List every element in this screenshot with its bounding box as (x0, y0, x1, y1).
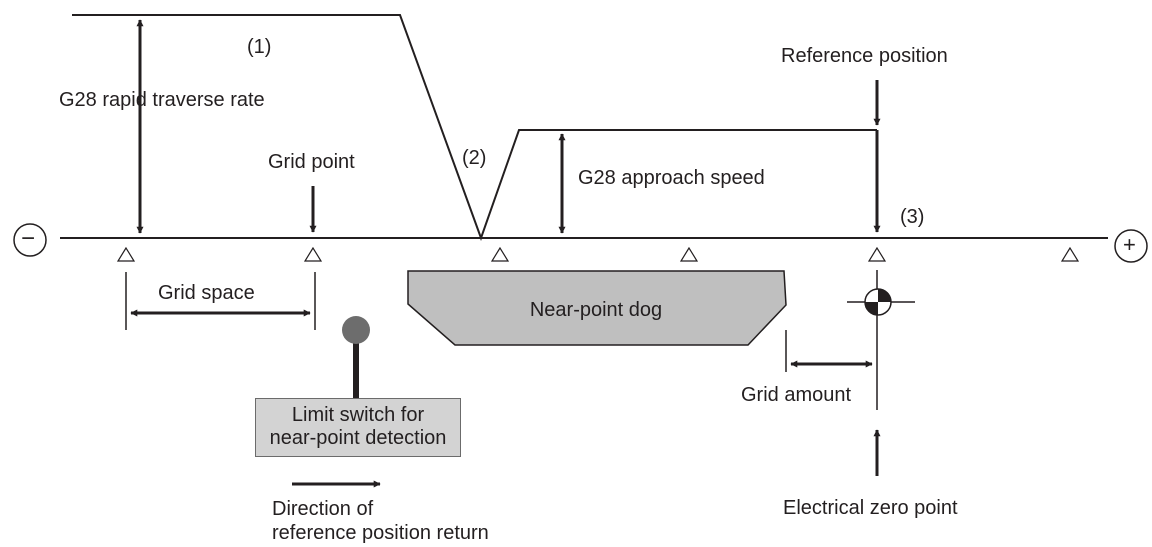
limit-switch-label-line2: near-point detection (269, 427, 447, 449)
grid-marker (679, 246, 699, 262)
speed-profile-line (72, 14, 877, 241)
minus-end-circle (13, 223, 47, 257)
phase-3-label: (3) (900, 206, 925, 228)
direction-label-line2: reference position return (272, 522, 489, 544)
g28-rapid-traverse-label: G28 rapid traverse rate (59, 89, 265, 111)
limit-switch-box: Limit switch for near-point detection (255, 398, 461, 457)
grid-marker (116, 246, 136, 262)
electrical-zero-label: Electrical zero point (783, 497, 958, 519)
grid-space-label: Grid space (158, 282, 255, 304)
grid-point-label: Grid point (268, 151, 355, 173)
grid-amount-label: Grid amount (741, 384, 852, 406)
g28-approach-speed-label: G28 approach speed (578, 167, 765, 189)
end-plus-sign: + (1123, 232, 1136, 257)
electrical-zero-symbol (847, 288, 915, 316)
limit-switch-knob (342, 316, 370, 344)
near-point-dog-label: Near-point dog (529, 299, 663, 321)
grid-point-markers (116, 246, 1080, 262)
limit-switch-label-line1: Limit switch for (291, 404, 425, 426)
grid-marker (1060, 246, 1080, 262)
near-point-dog (407, 270, 787, 346)
direction-label-line1: Direction of (272, 498, 374, 520)
grid-marker (867, 246, 887, 262)
reference-position-label: Reference position (781, 45, 948, 67)
phase-2-label: (2) (462, 147, 487, 169)
grid-marker (303, 246, 323, 262)
end-minus-sign: − (21, 225, 36, 252)
grid-marker (490, 246, 510, 262)
phase-1-label: (1) (247, 36, 272, 58)
plus-end-circle (1114, 229, 1148, 263)
